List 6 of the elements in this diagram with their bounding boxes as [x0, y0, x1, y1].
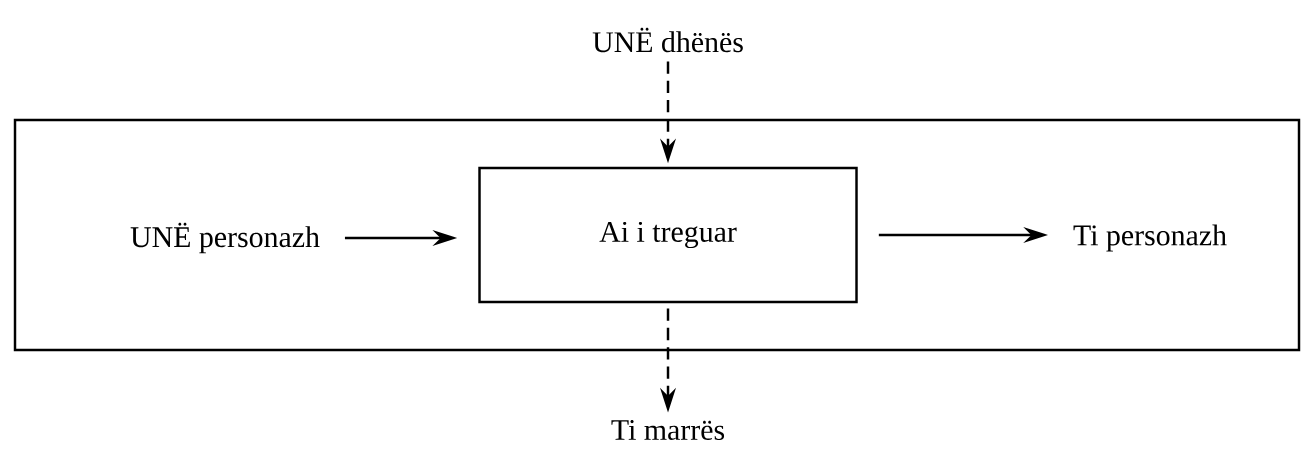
label-text: UNË personazh	[130, 222, 320, 254]
label-text: Ti personazh	[1073, 224, 1227, 252]
process-box: Ai i treguar	[478, 166, 858, 304]
label-text: Ti marrës	[611, 419, 725, 441]
label-text: UNË dhënës	[592, 27, 743, 53]
outer-frame	[13, 118, 1301, 352]
